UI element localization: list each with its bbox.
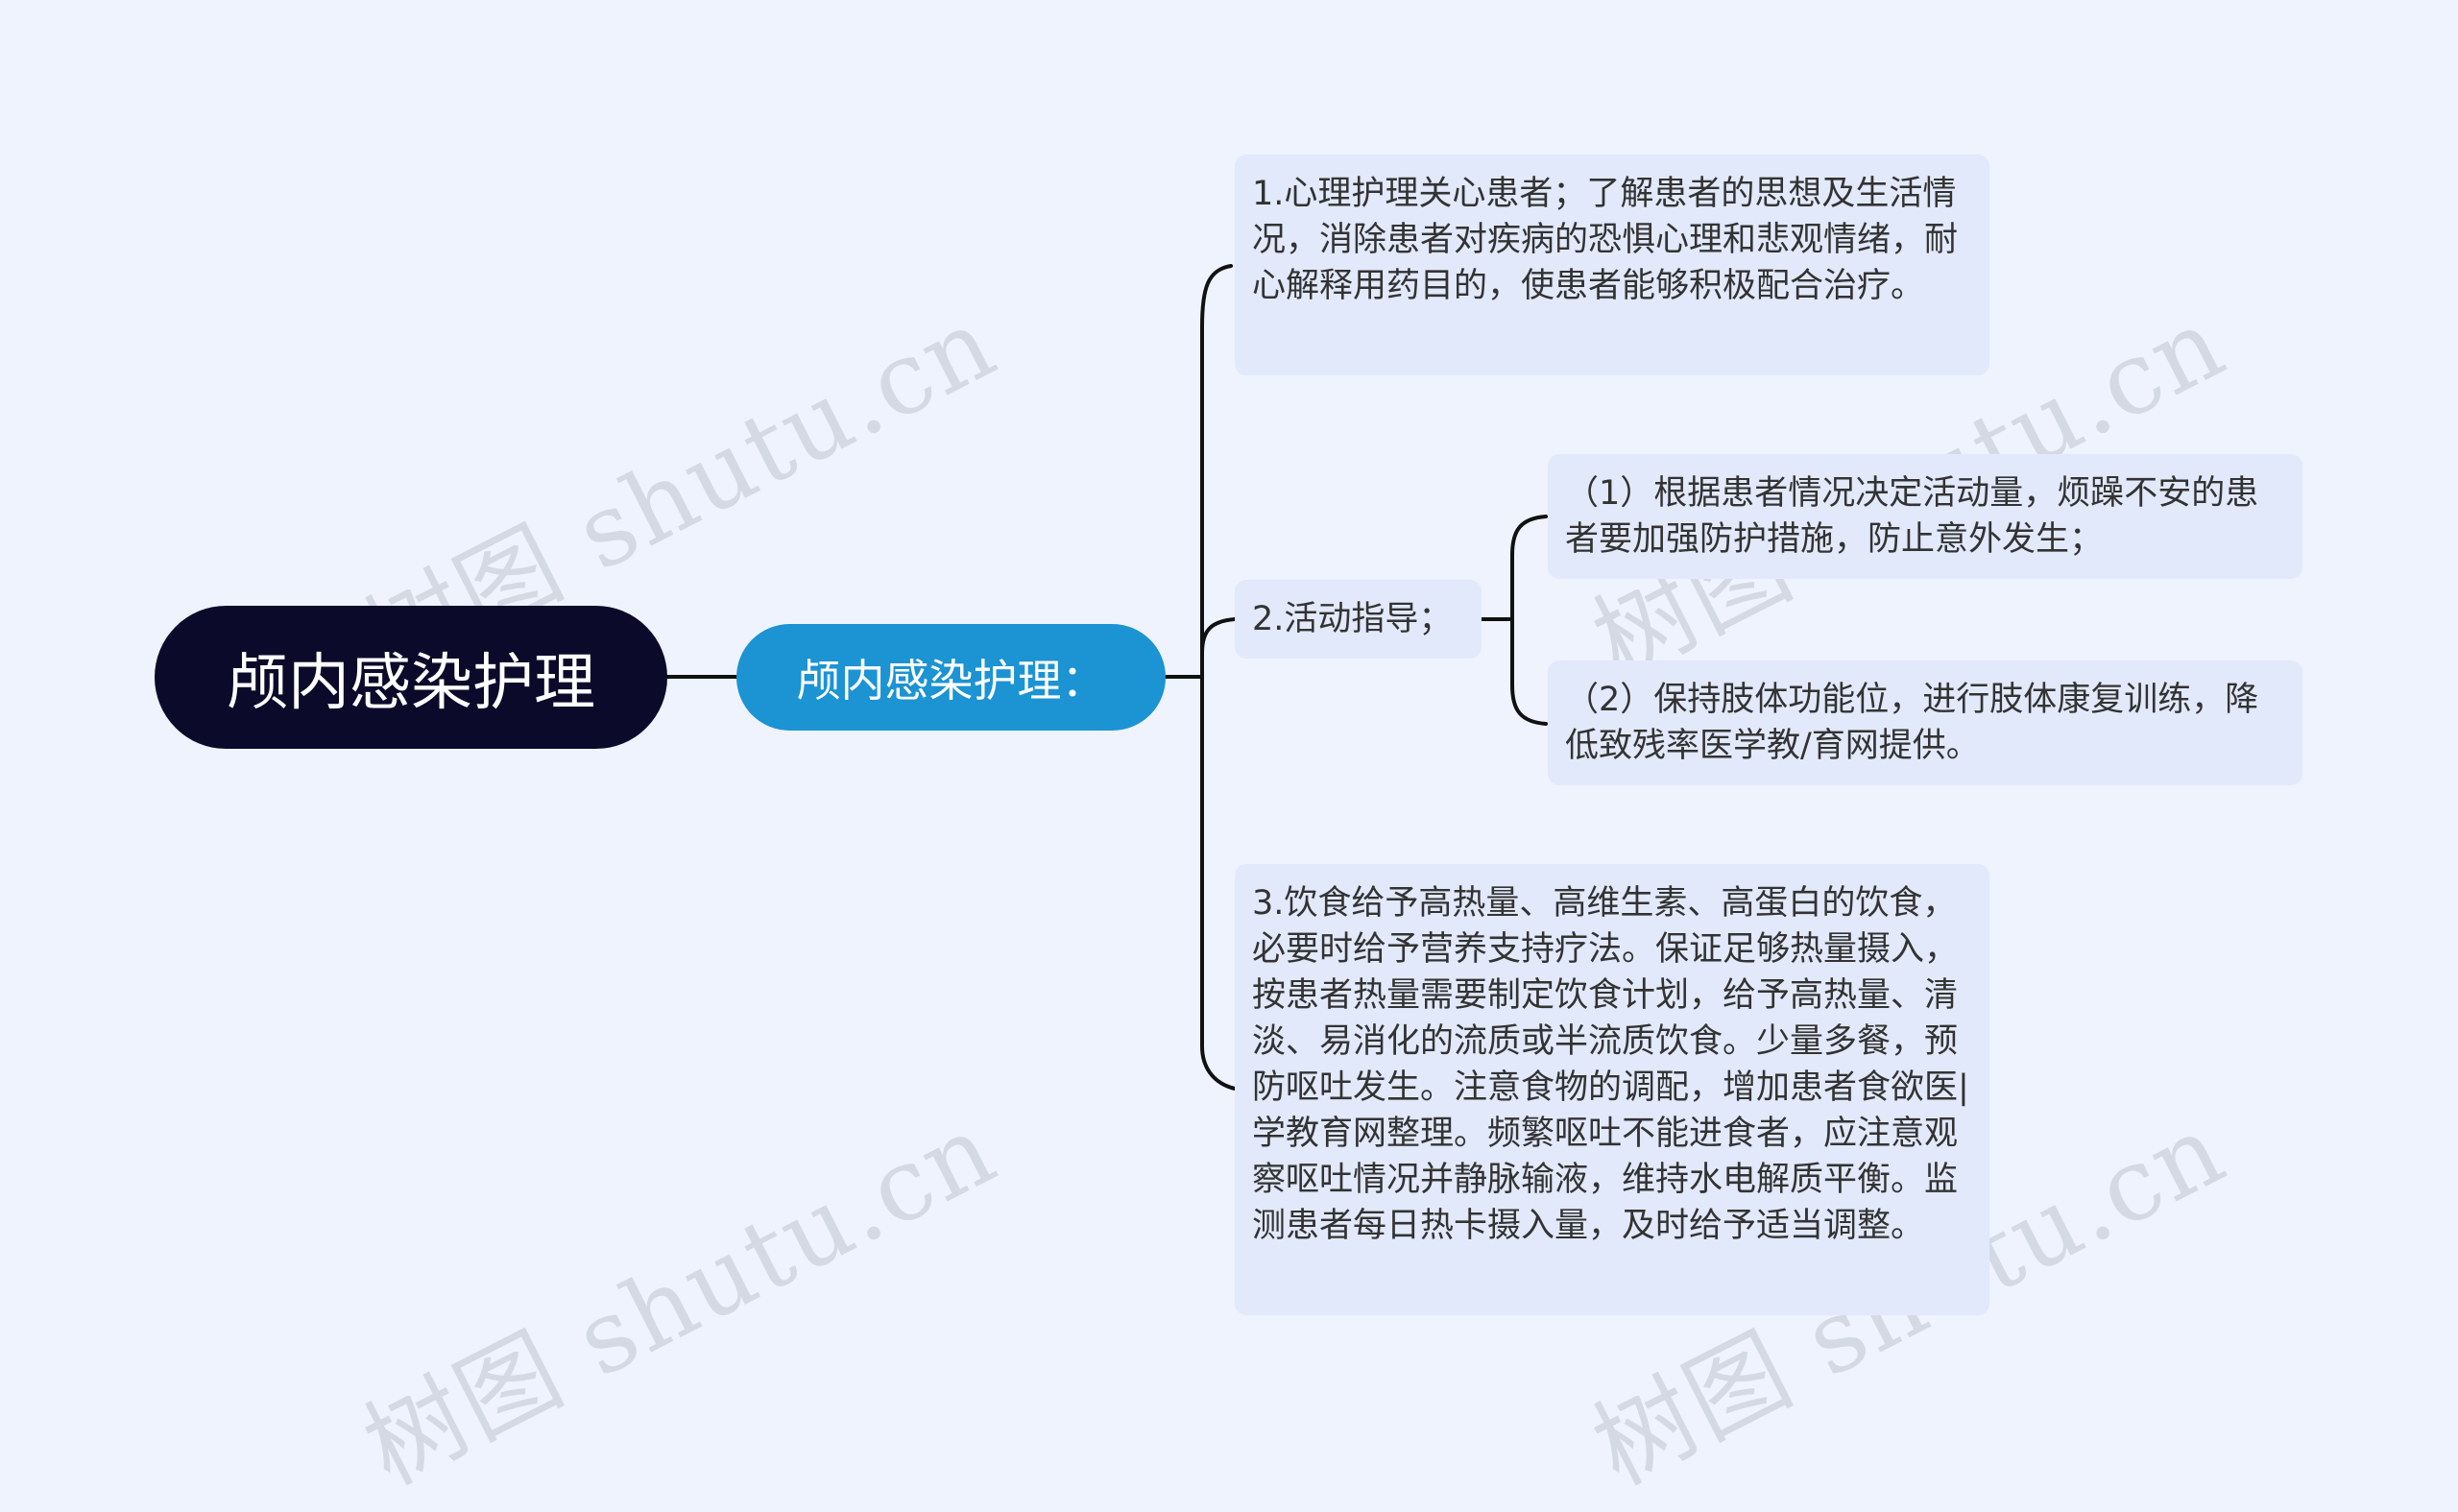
leaf-node-text: 2.活动指导；: [1252, 600, 1453, 638]
topic-node-label: 颅内感染护理：: [796, 654, 1106, 707]
connector-to-item1: [1200, 264, 1237, 1091]
connector-to-item2-children: [1510, 515, 1548, 726]
leaf-node-text: （2）保持肢体功能位，进行肢体康复训练，降低致残率医学教/育网提供。: [1565, 681, 2259, 765]
topic-node[interactable]: 颅内感染护理：: [736, 624, 1166, 731]
leaf-node-text: 1.心理护理关心患者；了解患者的思想及生活情况，消除患者对疾病的恐惧心理和悲观情…: [1252, 175, 1959, 305]
leaf-node-text: （1）根据患者情况决定活动量，烦躁不安的患者要加强防护措施，防止意外发生；: [1565, 474, 2259, 559]
leaf-node-diet[interactable]: 3.饮食给予高热量、高维生素、高蛋白的饮食，必要时给予营养支持疗法。保证足够热量…: [1235, 864, 1989, 1315]
leaf-node-activity-guidance[interactable]: 2.活动指导；: [1235, 580, 1482, 659]
leaf-node-text: 3.饮食给予高热量、高维生素、高蛋白的饮食，必要时给予营养支持疗法。保证足够热量…: [1252, 884, 1969, 1245]
leaf-node-activity-2[interactable]: （2）保持肢体功能位，进行肢体康复训练，降低致残率医学教/育网提供。: [1548, 660, 2302, 785]
root-node[interactable]: 颅内感染护理: [155, 606, 667, 749]
connector-to-item2: [1200, 617, 1237, 655]
root-node-label: 颅内感染护理: [227, 647, 595, 719]
leaf-node-psychological-care[interactable]: 1.心理护理关心患者；了解患者的思想及生活情况，消除患者对疾病的恐惧心理和悲观情…: [1235, 155, 1989, 375]
leaf-node-activity-1[interactable]: （1）根据患者情况决定活动量，烦躁不安的患者要加强防护措施，防止意外发生；: [1548, 454, 2302, 579]
mind-map-canvas: 树图 shutu.cn 树图 shutu.cn 树图 shutu.cn 树图 s…: [155, 155, 2302, 1507]
connector-lines: [665, 264, 1548, 1091]
